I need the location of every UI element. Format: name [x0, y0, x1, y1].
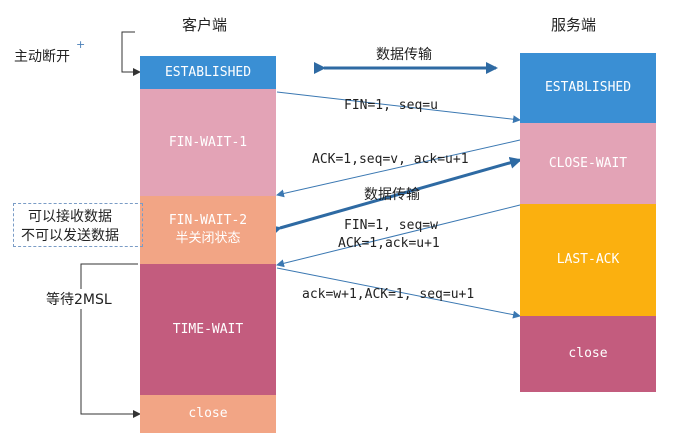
client-state-close-label: close [188, 406, 228, 421]
ack-2-label: ACK=1,ack=u+1 [338, 236, 440, 251]
half-close-note-box [13, 203, 143, 247]
client-state-fin-wait-1: FIN-WAIT-1 [140, 89, 276, 196]
fin-1-arrow [276, 91, 521, 124]
active-close-label: 主动断开 [14, 49, 70, 65]
data-transfer-top-label: 数据传输 [376, 47, 432, 63]
fin-1-label: FIN=1, seq=u [344, 98, 438, 113]
client-header: 客户端 [182, 16, 228, 34]
server-state-close-wait-label: CLOSE-WAIT [548, 155, 628, 171]
fin-2-label: FIN=1, seq=w [344, 218, 438, 233]
client-state-time-wait: TIME-WAIT [140, 264, 276, 395]
client-state-fin-wait-2: FIN-WAIT-2 半关闭状态 [140, 196, 276, 264]
client-state-time-wait-label: TIME-WAIT [172, 321, 244, 337]
ack-1-label: ACK=1,seq=v, ack=u+1 [312, 152, 469, 167]
client-state-fin-wait-2-label: FIN-WAIT-2 [168, 213, 248, 228]
server-state-established: ESTABLISHED [520, 53, 656, 123]
fin-2-arrow [276, 204, 521, 268]
server-state-last-ack: LAST-ACK [520, 204, 656, 316]
wait-2msl-loop [80, 263, 141, 418]
server-state-last-ack-label: LAST-ACK [556, 252, 620, 267]
server-state-established-label: ESTABLISHED [544, 80, 632, 95]
client-state-established-label: ESTABLISHED [164, 64, 252, 80]
client-state-established: ESTABLISHED [140, 56, 276, 89]
server-header: 服务端 [551, 16, 597, 34]
client-state-close: close [140, 395, 276, 433]
can-receive-label: 可以接收数据 [28, 209, 112, 225]
client-state-fin-wait-1-label: FIN-WAIT-1 [168, 134, 248, 150]
active-close-bracket [121, 31, 141, 76]
data-transfer-mid-label: 数据传输 [364, 187, 420, 203]
final-ack-arrow [276, 267, 521, 319]
wait-2msl-label: 等待2MSL [44, 289, 114, 309]
data-transfer-mid-arrow [268, 156, 522, 237]
client-state-half-closed-label: 半关闭状态 [175, 231, 241, 246]
final-ack-label: ack=w+1,ACK=1, seq=u+1 [302, 287, 475, 302]
server-state-close: close [520, 316, 656, 392]
cannot-send-label: 不可以发送数据 [21, 228, 119, 244]
plus-icon: + [76, 38, 86, 51]
server-state-close-wait: CLOSE-WAIT [520, 123, 656, 204]
server-state-close-label: close [568, 346, 608, 361]
